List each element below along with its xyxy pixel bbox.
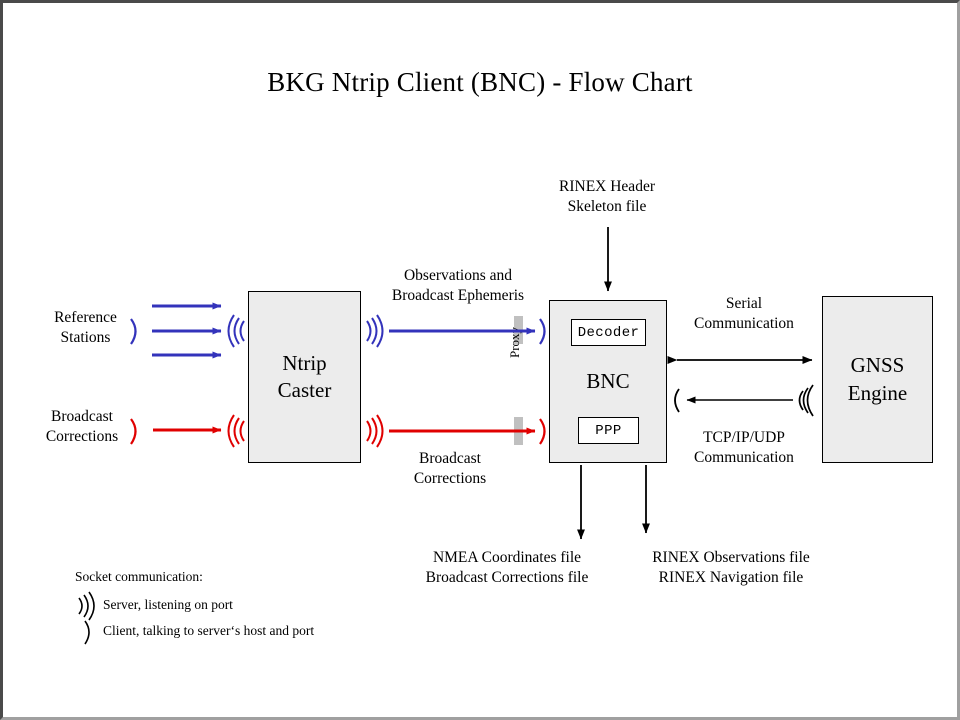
- page-title: BKG Ntrip Client (BNC) - Flow Chart: [267, 67, 693, 97]
- output-nmea-line-1: NMEA Coordinates file: [432, 549, 582, 566]
- label-tcpip-communication: TCP/IP/UDP Communication: [694, 428, 794, 468]
- rinex-header-line-1: RINEX Header: [559, 178, 655, 195]
- reference-stations-line-1: Reference: [54, 309, 117, 326]
- gnss-engine-line-2: Engine: [847, 380, 908, 405]
- tcpip-line-2: Communication: [694, 448, 794, 466]
- ntrip-caster-line-2: Caster: [277, 378, 332, 402]
- node-gnss-engine[interactable]: GNSS Engine: [822, 296, 933, 463]
- observations-line-1: Observations and: [403, 267, 513, 284]
- node-ppp-label: PPP: [595, 422, 622, 439]
- ntrip-caster-line-1: Ntrip: [282, 350, 327, 375]
- legend-server-label: Server, listening on port: [103, 597, 233, 612]
- output-rinex-line-2: RINEX Navigation file: [658, 568, 804, 586]
- label-output-nmea-files: NMEA Coordinates file Broadcast Correcti…: [426, 548, 589, 588]
- label-reference-stations: Reference Stations: [38, 308, 133, 348]
- node-gnss-engine-label: GNSS Engine: [848, 352, 907, 407]
- proxy-label: Proxy: [507, 326, 522, 358]
- proxy-bar-bottom: [514, 417, 523, 445]
- label-observations-ephemeris: Observations and Broadcast Ephemeris: [392, 266, 524, 306]
- broadcast-corrections-link-line-1: Broadcast: [419, 450, 481, 467]
- serial-line-2: Communication: [694, 314, 794, 332]
- diagram-canvas: BKG Ntrip Client (BNC) - Flow Chart Ntri…: [3, 3, 957, 717]
- client-arc-right-icon-bnc-corr: [539, 418, 546, 445]
- node-decoder[interactable]: Decoder: [571, 319, 646, 346]
- gnss-engine-line-1: GNSS: [850, 353, 905, 378]
- serial-line-1: Serial: [725, 295, 763, 312]
- node-decoder-label: Decoder: [577, 324, 640, 341]
- node-ntrip-caster-label: Ntrip Caster: [278, 350, 332, 405]
- antenna-receive-left-icon-caster-corr: [227, 414, 245, 448]
- node-ntrip-caster[interactable]: Ntrip Caster: [248, 291, 361, 463]
- label-rinex-header-skeleton: RINEX Header Skeleton file: [559, 177, 655, 217]
- tcpip-line-1: TCP/IP/UDP: [703, 429, 785, 446]
- label-broadcast-corrections-source: Broadcast Corrections: [27, 407, 137, 447]
- broadcast-corrections-source-line-2: Corrections: [45, 427, 119, 445]
- client-arc-right-icon-bnc-obs: [539, 318, 546, 345]
- label-broadcast-corrections-link: Broadcast Corrections: [414, 449, 486, 489]
- node-ppp[interactable]: PPP: [578, 417, 639, 444]
- legend-client-arc-icon: [84, 620, 90, 645]
- label-output-rinex-files: RINEX Observations file RINEX Navigation…: [652, 548, 810, 588]
- client-arc-left-icon-bnc-tcpip: [674, 388, 680, 413]
- output-rinex-line-1: RINEX Observations file: [652, 549, 810, 566]
- output-nmea-line-2: Broadcast Corrections file: [425, 568, 589, 586]
- node-bnc-label: BNC: [586, 368, 630, 393]
- broadcast-corrections-link-line-2: Corrections: [413, 469, 487, 487]
- broadcast-corrections-source-line-1: Broadcast: [51, 408, 113, 425]
- antenna-transmit-right-icon-caster-corr: [366, 414, 384, 448]
- observations-line-2: Broadcast Ephemeris: [391, 286, 525, 304]
- antenna-receive-left-icon-caster-obs: [227, 314, 245, 348]
- label-serial-communication: Serial Communication: [694, 294, 794, 334]
- reference-stations-line-2: Stations: [60, 328, 111, 346]
- legend-server-antenna-icon: [78, 591, 95, 621]
- antenna-transmit-right-icon-caster-obs: [366, 314, 384, 348]
- legend-heading: Socket communication:: [75, 569, 203, 584]
- rinex-header-line-2: Skeleton file: [567, 197, 647, 215]
- antenna-receive-left-icon-gnss: [798, 384, 814, 417]
- legend-client-label: Client, talking to server‘s host and por…: [103, 623, 315, 638]
